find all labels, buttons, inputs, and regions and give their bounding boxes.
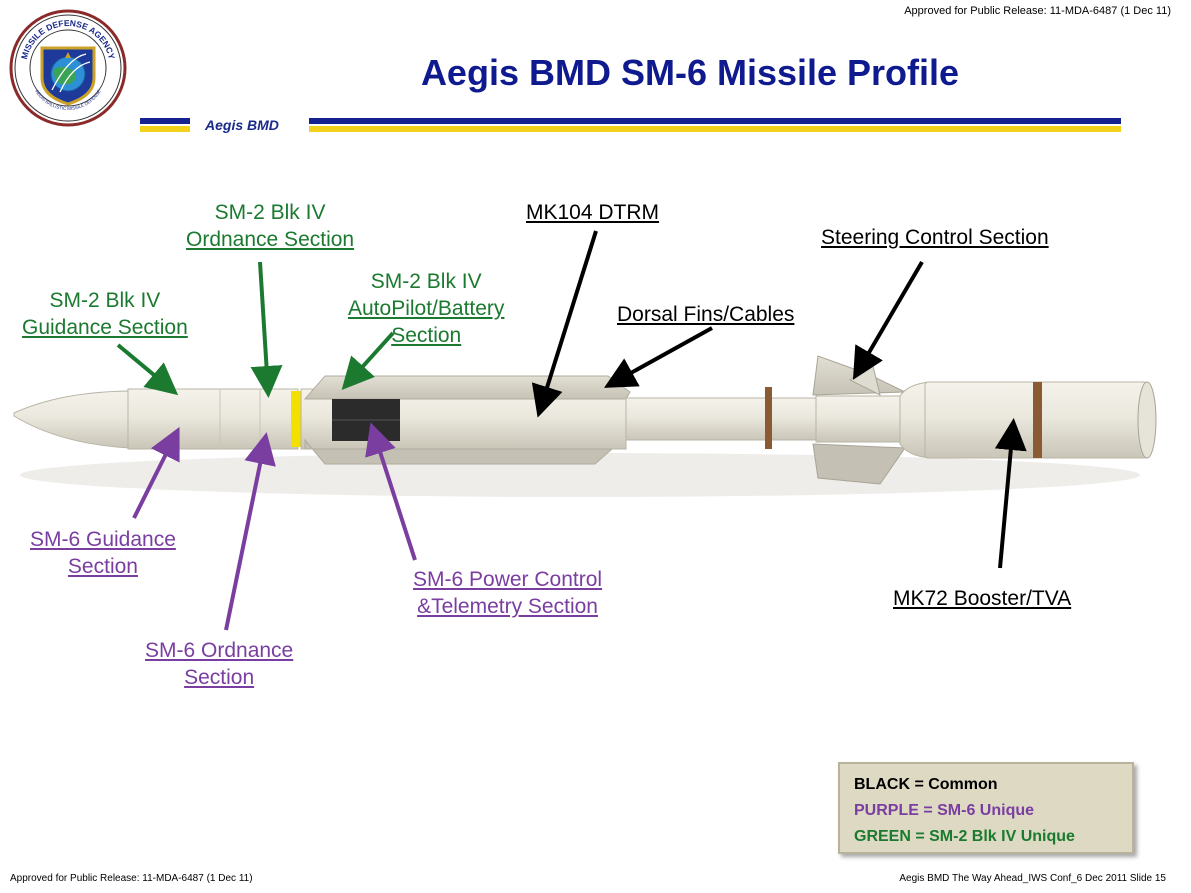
approval-notice-bottom: Approved for Public Release: 11-MDA-6487… (10, 873, 253, 884)
label-mk104: MK104 DTRM (526, 201, 660, 224)
color-legend: BLACK = Common PURPLE = SM-6 Unique GREE… (838, 762, 1134, 854)
label-sm6-ordnance: SM-6 Ordnance Section (145, 639, 294, 689)
arrow-mk104 (531, 230, 598, 418)
steering-section-body (815, 395, 905, 443)
banner-stripe-left (140, 118, 190, 132)
label-mk72: MK72 Booster/TVA (893, 587, 1072, 610)
missile-defense-agency-logo: MISSILE DEFENSE AGENCY AEGIS BALLISTIC M… (9, 9, 127, 127)
arrow-steering (852, 260, 924, 380)
banner-stripe-right (309, 118, 1121, 132)
arrow-sm6-ordnance (224, 432, 276, 631)
label-sm6-power: SM-6 Power Control &Telemetry Section (413, 568, 603, 618)
legend-green: GREEN = SM-2 Blk IV Unique (854, 828, 1075, 845)
label-steering: Steering Control Section (821, 226, 1049, 249)
arrow-sm6-guidance (132, 426, 180, 519)
label-dorsal: Dorsal Fins/Cables (617, 303, 795, 326)
legend-black: BLACK = Common (854, 776, 998, 793)
page-title: Aegis BMD SM-6 Missile Profile (420, 52, 960, 93)
arrow-sm2-guidance (116, 343, 179, 396)
arrow-sm6-power (365, 422, 417, 561)
steering-fin-bottom (812, 443, 906, 485)
arrow-dorsal (604, 326, 713, 388)
yellow-band (291, 391, 301, 447)
arrow-mk72 (994, 418, 1027, 569)
label-sm2-autopilot: SM-2 Blk IV AutoPilot/Battery Section (348, 270, 505, 347)
mid-body (625, 397, 817, 441)
arrow-sm2-autopilot (341, 331, 395, 390)
label-sm2-guidance: SM-2 Blk IV Guidance Section (22, 289, 188, 339)
label-sm6-guidance: SM-6 Guidance Section (30, 528, 176, 578)
approval-notice-top: Approved for Public Release: 11-MDA-6487… (904, 5, 1171, 17)
slide-footer: Aegis BMD The Way Ahead_IWS Conf_6 Dec 2… (899, 873, 1166, 884)
legend-purple: PURPLE = SM-6 Unique (854, 802, 1035, 819)
guidance-section-body (127, 388, 299, 450)
nose-cone (13, 390, 131, 449)
label-sm2-ordnance: SM-2 Blk IV Ordnance Section (186, 201, 355, 251)
arrow-sm2-ordnance (250, 261, 283, 398)
banner-label: Aegis BMD (205, 117, 279, 133)
